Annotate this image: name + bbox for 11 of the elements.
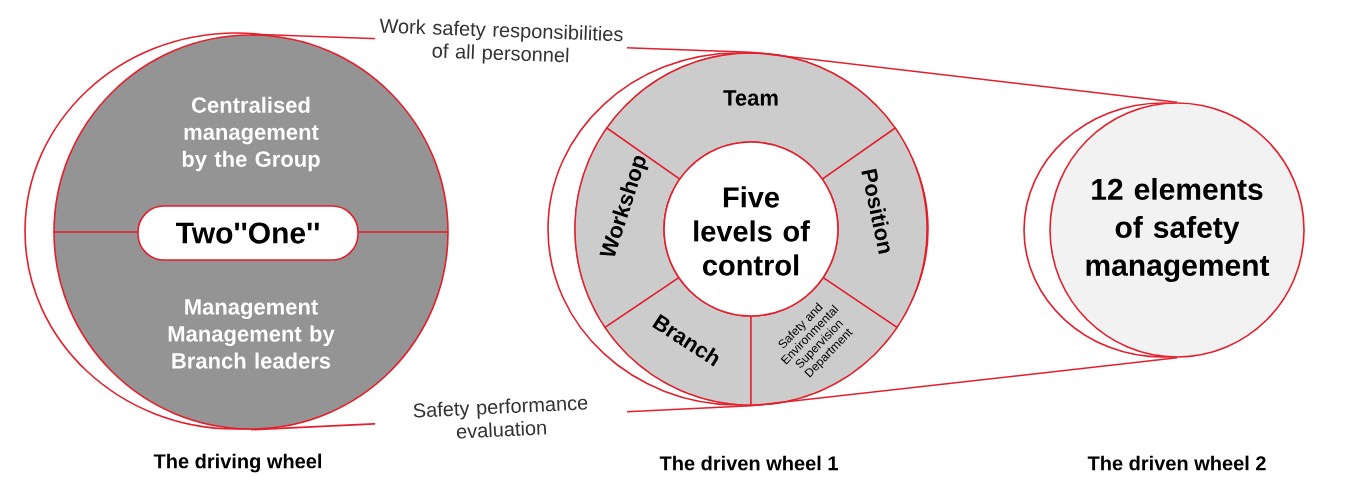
wheel-caption: The driven wheel 1 [659, 455, 838, 471]
pill-label: Two''One'' [137, 205, 359, 261]
belt-line [750, 357, 1178, 407]
belt-label: Safety performance evaluation [374, 391, 628, 444]
wheel-disc: 12 elements of safety management [1023, 102, 1305, 358]
belt-label: Work safety responsibilities of all personnel [374, 16, 628, 70]
wheel-caption: The driving wheel [153, 453, 322, 473]
disc-text: Centralised management by the Group [182, 96, 320, 172]
disc-text: Management Management by Branch leaders [168, 299, 335, 369]
belt-line [750, 51, 1178, 103]
wheel-caption: The driven wheel 2 [1087, 455, 1266, 471]
